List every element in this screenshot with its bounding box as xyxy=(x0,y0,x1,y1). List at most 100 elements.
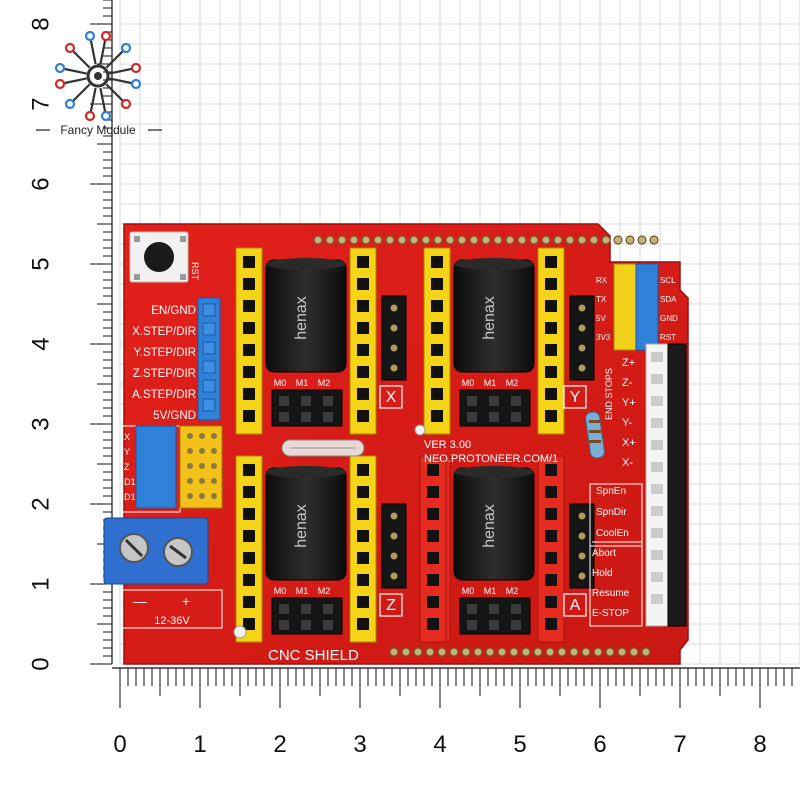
ruler-label: 0 xyxy=(27,657,54,670)
pcb-label: NEO.PROTONEER.COM/1 xyxy=(424,453,558,465)
pcb-label: M0 xyxy=(274,378,287,388)
ruler-label: 1 xyxy=(27,577,54,590)
header-pin xyxy=(545,647,555,657)
pcb-label: GND xyxy=(660,314,678,323)
ruler-label: 5 xyxy=(513,731,526,758)
ruler-label: 6 xyxy=(593,731,606,758)
header-pin xyxy=(637,235,647,245)
pcb-label: 3V3 xyxy=(596,333,611,342)
pcb-label: + xyxy=(182,593,190,609)
header-pin xyxy=(433,235,443,245)
pcb-label: Z xyxy=(386,597,396,614)
ruler-label: 4 xyxy=(27,337,54,350)
pcb-label: M2 xyxy=(318,378,331,388)
ruler-label: 2 xyxy=(27,497,54,510)
pcb-label: M1 xyxy=(484,378,497,388)
ruler-label: 3 xyxy=(353,731,366,758)
driver-header-right xyxy=(349,247,377,435)
ruler-label: 3 xyxy=(27,417,54,430)
pcb-label: VER 3.00 xyxy=(424,439,471,451)
pcb-label: D13 xyxy=(124,492,141,502)
ruler-label: 2 xyxy=(273,731,286,758)
header-pin xyxy=(629,647,639,657)
header-pin xyxy=(325,235,335,245)
pcb-label: Y- xyxy=(622,417,632,429)
pcb-label: RX xyxy=(596,276,608,285)
header-pin xyxy=(337,235,347,245)
header-pin xyxy=(521,647,531,657)
header-pin xyxy=(517,235,527,245)
header-pin xyxy=(425,647,435,657)
header-pin xyxy=(445,235,455,245)
header-pin xyxy=(641,647,651,657)
header-pin xyxy=(493,235,503,245)
header-pin xyxy=(397,235,407,245)
header-pin xyxy=(649,235,659,245)
ruler-label: 6 xyxy=(27,177,54,190)
header-pin xyxy=(577,235,587,245)
power-legend xyxy=(121,589,223,629)
ruler-label: 0 xyxy=(113,731,126,758)
header-pin xyxy=(409,235,419,245)
pcb-label: M0 xyxy=(462,378,475,388)
header-pin xyxy=(413,647,423,657)
brand-name: Fancy Module xyxy=(60,123,136,137)
capacitor-label: henax xyxy=(481,504,498,548)
header-pin xyxy=(625,235,635,245)
pcb-label: END STOPS xyxy=(604,368,614,420)
pcb-label: M1 xyxy=(296,378,309,388)
control-box xyxy=(589,545,643,627)
capacitor-label: henax xyxy=(481,296,498,340)
ruler-label: 7 xyxy=(673,731,686,758)
pcb-label: Z- xyxy=(622,377,633,389)
mounting-hole xyxy=(233,625,247,639)
pcb-label: TX xyxy=(596,295,607,304)
driver-header-left xyxy=(423,247,451,435)
pcb-label: Y+ xyxy=(622,397,636,409)
pcb-label: X xyxy=(124,432,130,442)
pcb-label: M1 xyxy=(296,586,309,596)
pcb-label: Z xyxy=(124,462,130,472)
pcb-label: Y.STEP/DIR xyxy=(134,347,196,359)
pcb-label: X xyxy=(386,389,397,406)
ruler-label: 1 xyxy=(193,731,206,758)
endstop-header-black xyxy=(667,343,687,627)
mounting-hole xyxy=(414,424,426,436)
header-pin xyxy=(509,647,519,657)
header-pin xyxy=(497,647,507,657)
capacitor-label: henax xyxy=(293,504,310,548)
pcb-label: M0 xyxy=(274,586,287,596)
header-pin xyxy=(601,235,611,245)
pcb-label: EN/GND xyxy=(151,305,196,317)
pcb-label: 5V xyxy=(596,314,606,323)
red-header xyxy=(419,455,447,643)
pcb-label: RST xyxy=(660,333,676,342)
header-pin xyxy=(469,235,479,245)
driver-header-right xyxy=(537,247,565,435)
driver-header-left xyxy=(235,455,263,643)
i2c-header xyxy=(635,263,659,351)
header-pin xyxy=(553,235,563,245)
header-pin xyxy=(485,647,495,657)
header-pin xyxy=(505,235,515,245)
pcb-label: Z.STEP/DIR xyxy=(133,368,196,380)
serial-header xyxy=(613,263,637,351)
pcb-label: CNC SHIELD xyxy=(268,647,359,664)
pcb-label: Y xyxy=(124,447,130,457)
header-pin xyxy=(613,235,623,245)
header-pin xyxy=(421,235,431,245)
pcb-label: M2 xyxy=(506,378,519,388)
axis-letter-box xyxy=(563,385,587,409)
header-pin xyxy=(541,235,551,245)
driver-header-left xyxy=(235,247,263,435)
header-pin xyxy=(557,647,567,657)
pcb-label: SCL xyxy=(660,276,676,285)
header-pin xyxy=(437,647,447,657)
header-pin xyxy=(581,647,591,657)
pcb-label: Hold xyxy=(592,568,613,579)
pcb-label: 5V/GND xyxy=(153,410,196,422)
driver-header-right xyxy=(537,455,565,643)
